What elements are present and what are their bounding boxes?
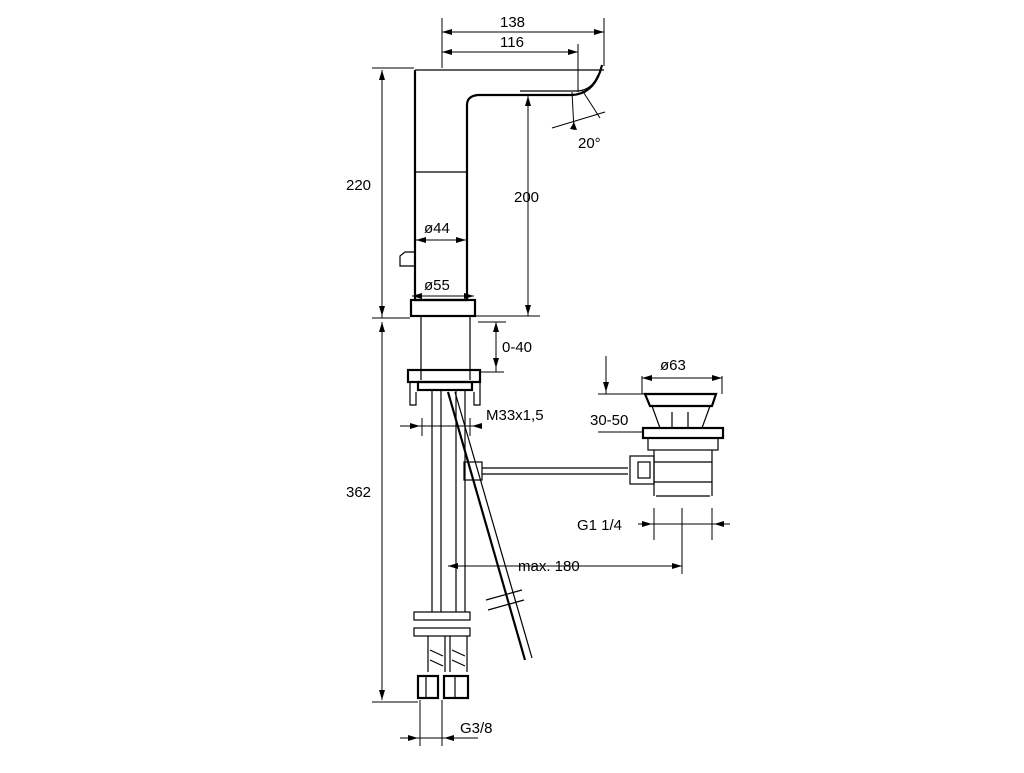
- dim-label-116: 116: [500, 34, 524, 51]
- dim-label-20-degrees: 20°: [578, 135, 601, 152]
- dim-label-o55: ø55: [424, 277, 450, 294]
- dim-label-362: 362: [346, 484, 371, 501]
- dim-label-200: 200: [514, 189, 539, 206]
- dim-label-g1-1-4: G1 1/4: [577, 517, 622, 534]
- dim-label-m33x1-5: M33x1,5: [486, 407, 544, 424]
- dim-label-o63: ø63: [660, 357, 686, 374]
- below-deck-assembly: [406, 316, 482, 700]
- dimension-lines: [372, 18, 730, 746]
- dim-label-max-180: max. 180: [518, 558, 580, 575]
- dim-label-138: 138: [500, 14, 525, 31]
- waste-assembly: [629, 392, 725, 497]
- dim-label-30-50: 30-50: [590, 412, 628, 429]
- pull-rod: [446, 391, 628, 661]
- dimension-labels: 138 116 20° 220 200 ø44 ø55 0-40 M33x1,5…: [346, 14, 686, 737]
- dim-label-220: 220: [346, 177, 371, 194]
- dim-label-o44: ø44: [424, 220, 450, 237]
- dim-label-0-40: 0-40: [502, 339, 532, 356]
- dim-label-g3-8: G3/8: [460, 720, 493, 737]
